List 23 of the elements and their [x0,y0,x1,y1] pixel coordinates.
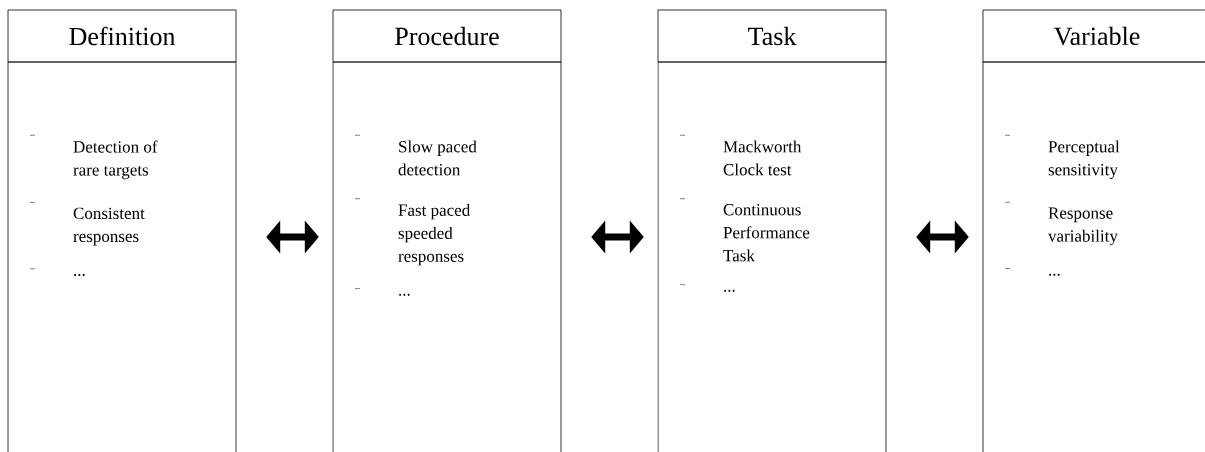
list-panel [657,61,887,452]
header-box: Procedure [332,9,562,63]
double-arrow [266,220,319,254]
list-item: Slow paced detection [354,135,477,176]
list-item: Continuous Performance Task [679,198,810,262]
list-item: Consistent responses [29,202,145,246]
list-item: Mackworth Clock test [679,135,802,176]
list-item: Fast paced speeded responses [354,198,471,266]
header-box: Definition [7,9,237,63]
list-item: ... [1004,268,1060,276]
list-item: Perceptual sensitivity [1004,135,1120,179]
header-box: Variable [982,9,1205,63]
list-panel [332,61,562,452]
list-item: Response variability [1004,201,1118,246]
header-box: Task [657,9,887,63]
double-arrow [916,220,969,254]
double-arrow [591,220,644,254]
list-item: ... [679,284,735,292]
list-item: ... [354,288,410,296]
list-panel [7,61,237,452]
list-item: ... [29,268,85,276]
list-panel [982,61,1205,452]
list-item: Detection of rare targets [29,135,158,180]
